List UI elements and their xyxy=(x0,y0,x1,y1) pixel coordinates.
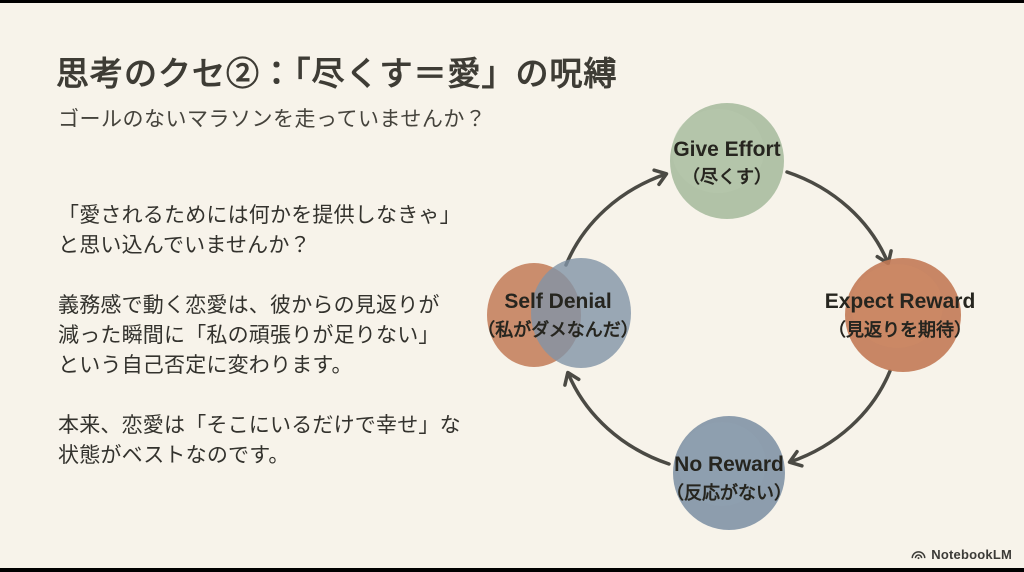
arrow-self-denial-to-give-effort xyxy=(564,168,669,267)
page-subtitle: ゴールのないマラソンを走っていませんか？ xyxy=(58,108,487,131)
footer-brand: NotebookLM xyxy=(911,547,1012,562)
node-self-denial: Self Denial （私がダメなんだ） xyxy=(477,258,639,368)
arrow-expect-reward-to-no-reward xyxy=(787,369,892,468)
give-effort-label-en: Give Effort xyxy=(673,138,780,161)
paragraph-3: 本来、恋愛は「そこにいるだけで幸せ」な 状態がベストなのです。 xyxy=(58,414,461,467)
node-expect-reward: Expect Reward （見返りを期待） xyxy=(825,258,976,372)
self-denial-circle-blue xyxy=(531,258,631,368)
expect-reward-label-ja: （見返りを期待） xyxy=(828,319,972,340)
no-reward-circle-texture xyxy=(678,422,766,506)
node-give-effort: Give Effort （尽くす） xyxy=(670,103,784,219)
footer-brand-label: NotebookLM xyxy=(931,547,1012,562)
no-reward-label-ja: （反応がない） xyxy=(666,482,792,503)
body-text: 「愛されるためには何かを提供しなきゃ」 と思い込んでいませんか？ 義務感で動く恋… xyxy=(58,201,478,501)
arrow-no-reward-to-self-denial xyxy=(563,370,671,466)
paragraph-1: 「愛されるためには何かを提供しなきゃ」 と思い込んでいませんか？ xyxy=(58,204,461,257)
no-reward-label-en: No Reward xyxy=(674,453,784,476)
give-effort-circle-texture xyxy=(672,109,764,193)
cycle-diagram: Give Effort （尽くす） Expect Reward （見返りを期待）… xyxy=(477,103,976,530)
page-title: 思考のクセ②：「尽くす＝愛」の呪縛 xyxy=(56,57,618,93)
give-effort-label-ja: （尽くす） xyxy=(682,167,772,187)
expect-reward-circle-texture xyxy=(851,264,943,348)
paragraph-2: 義務感で動く恋愛は、彼からの見返りが 減った瞬間に「私の頑張りが足りない」 とい… xyxy=(58,294,440,377)
slide: 思考のクセ②：「尽くす＝愛」の呪縛 ゴールのないマラソンを走っていませんか？ 「… xyxy=(0,3,1024,568)
self-denial-label-en: Self Denial xyxy=(504,290,611,313)
node-no-reward: No Reward （反応がない） xyxy=(666,416,792,530)
notebooklm-logo-icon xyxy=(911,550,926,559)
self-denial-label-ja: （私がダメなんだ） xyxy=(477,319,638,340)
expect-reward-label-en: Expect Reward xyxy=(825,290,976,313)
arrow-give-effort-to-expect-reward xyxy=(785,170,893,266)
